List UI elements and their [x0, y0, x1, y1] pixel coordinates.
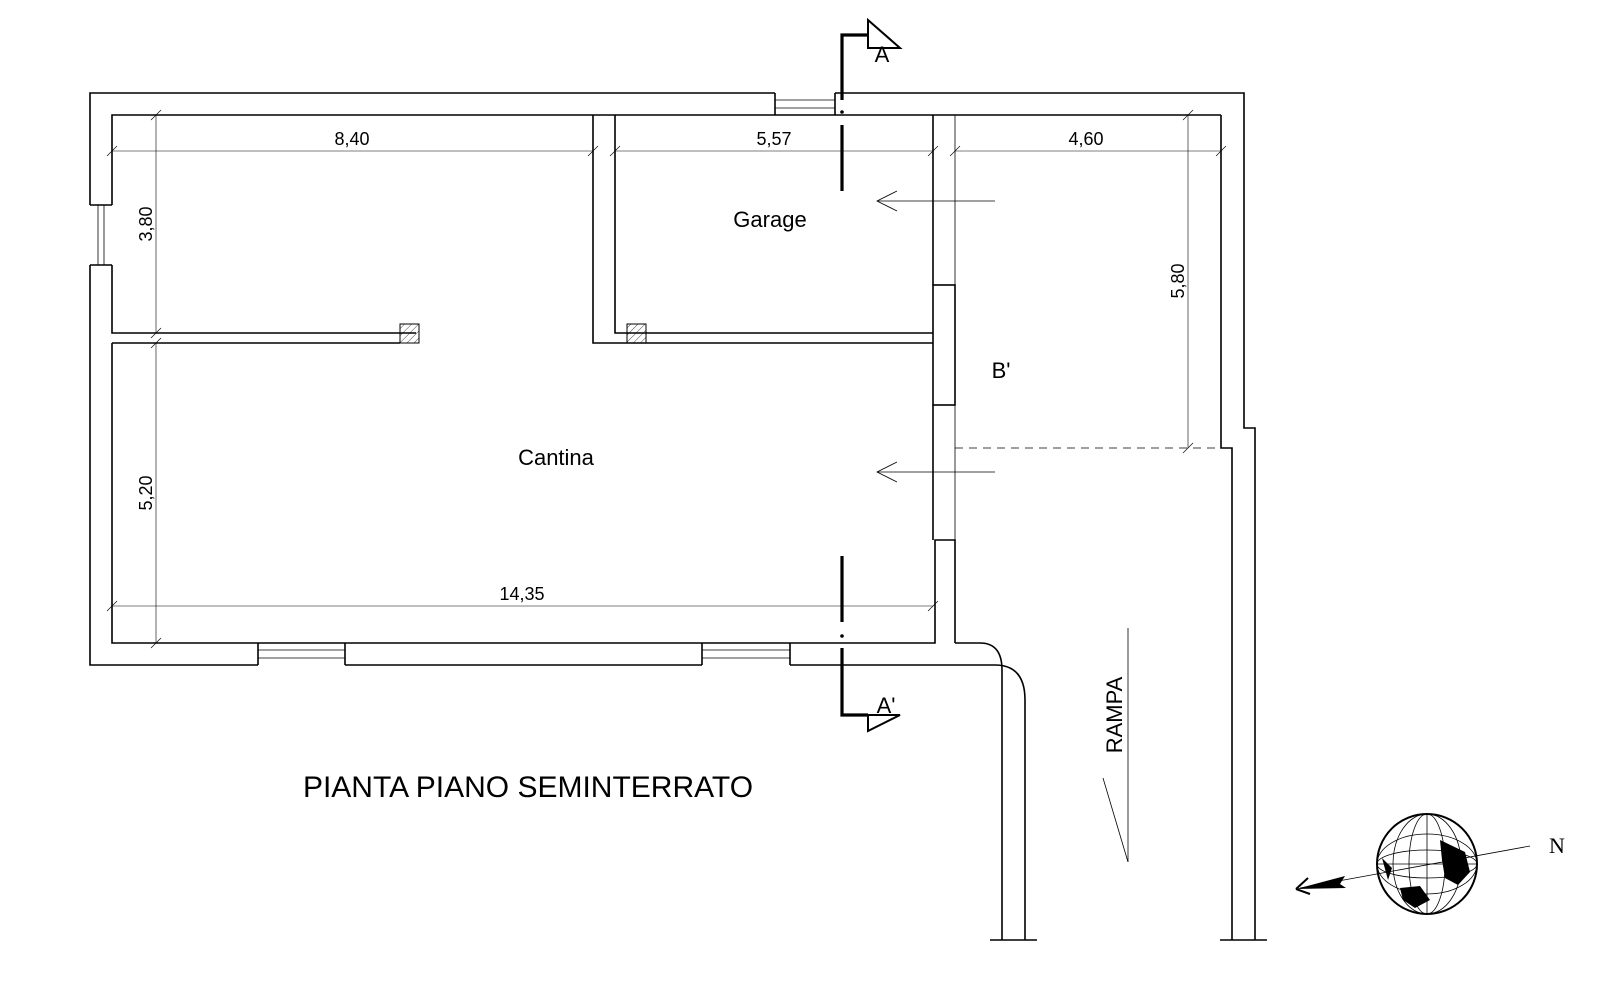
arrow-garage-entry [876, 190, 995, 212]
section-cut-a-prime [840, 556, 901, 733]
globe-compass-icon [1295, 813, 1531, 915]
ramp-label: RAMPA [1102, 676, 1127, 753]
dim-top-right: 4,60 [1068, 129, 1103, 149]
pillar-right [626, 323, 647, 344]
room-b-prime: B' [992, 358, 1011, 383]
outer-walls [89, 92, 1256, 940]
compass-north-label: N [1549, 833, 1565, 858]
dim-bottom: 14,35 [499, 584, 544, 604]
dim-left-upper: 3,80 [136, 206, 156, 241]
dim-left-lower: 5,20 [136, 475, 156, 510]
interior-walls [111, 114, 1233, 940]
arrow-cantina-entry [876, 461, 995, 483]
room-cantina: Cantina [518, 445, 595, 470]
pillar-left [399, 323, 420, 344]
dim-top-left: 8,40 [334, 129, 369, 149]
section-mark-a-prime: A' [877, 693, 896, 718]
plan-title: PIANTA PIANO SEMINTERRATO [303, 771, 753, 804]
dimension-lines [106, 109, 1227, 649]
room-garage: Garage [733, 207, 806, 232]
section-cut-a [840, 17, 903, 191]
section-mark-a: A [875, 42, 890, 67]
dim-right: 5,80 [1168, 263, 1188, 298]
dim-top-mid: 5,57 [756, 129, 791, 149]
ramp-walls [955, 447, 1267, 941]
